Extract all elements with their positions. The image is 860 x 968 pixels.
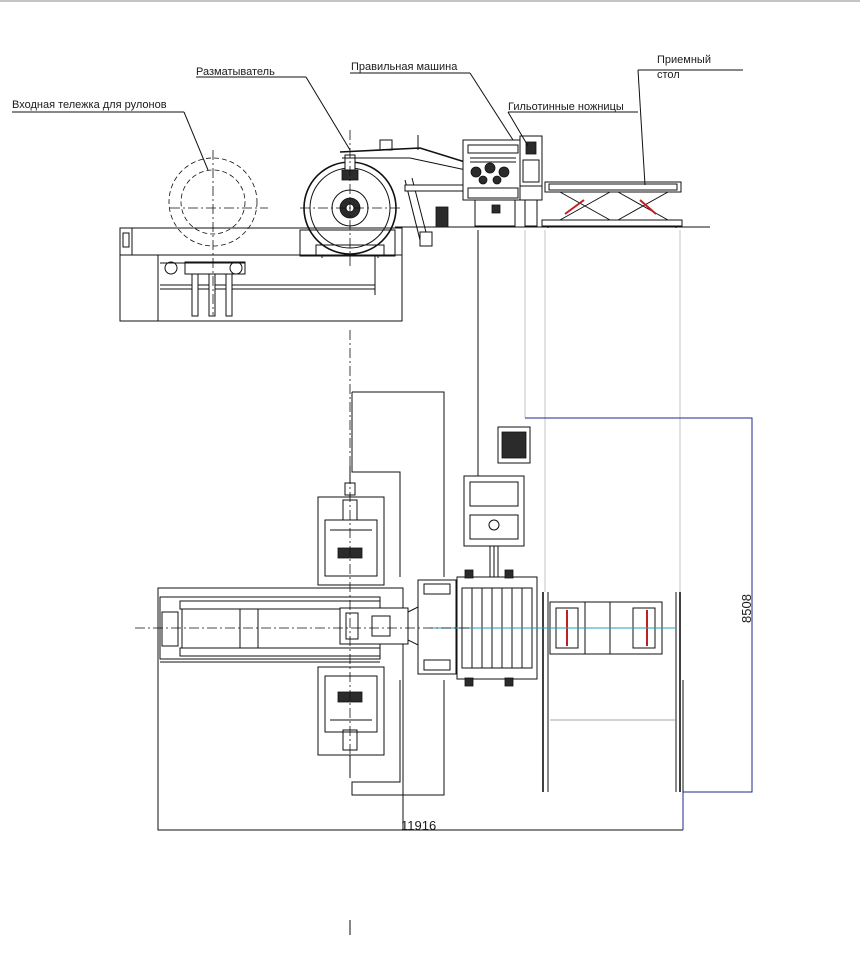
dimension-box-outline <box>525 417 753 793</box>
side-elevation <box>119 130 710 322</box>
plan-view <box>135 330 684 935</box>
straightener-drive <box>463 426 531 577</box>
projection-lines <box>477 230 681 592</box>
coil-on-cart <box>168 157 258 247</box>
uncoiler-mandrel <box>339 579 457 675</box>
dimension-overall-width: 8508 <box>739 594 754 623</box>
label-shears: Гильотинные ножницы <box>508 101 624 113</box>
label-coil-cart: Входная тележка для рулонов <box>12 99 167 111</box>
receiving-table <box>541 181 683 228</box>
dimension-overall-length: 11916 <box>401 818 436 833</box>
uncoiler-lower-unit <box>317 666 385 778</box>
callout-leaders <box>12 69 743 186</box>
label-uncoiler: Разматыватель <box>196 66 275 78</box>
label-table-line2: стол <box>657 69 680 81</box>
label-straightener: Правильная машина <box>351 61 458 73</box>
receiving-table-plan <box>542 592 681 792</box>
uncoiler-upper-unit <box>317 466 385 586</box>
straightener-machine <box>462 139 524 227</box>
guillotine-shears <box>519 135 543 227</box>
label-table-line1: Приемный <box>657 54 711 66</box>
